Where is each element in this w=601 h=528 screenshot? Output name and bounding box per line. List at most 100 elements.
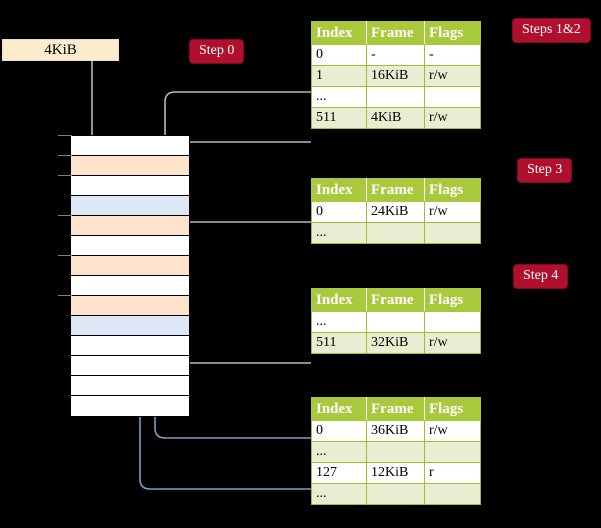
cell-flags: [424, 311, 481, 333]
source-frame-label: 4KiB: [44, 41, 77, 58]
column-header-flags: Flags: [424, 288, 481, 312]
step-badge-step3: Step 3: [518, 159, 572, 182]
cell-flags: r/w: [424, 420, 481, 442]
cell-index: 127: [311, 462, 367, 484]
cell-index: ...: [311, 222, 367, 244]
memory-tick-0: [58, 135, 72, 136]
step-badge-step3-label: Step 3: [527, 162, 563, 177]
memory-row-9[interactable]: [71, 316, 189, 336]
table-row[interactable]: 1 16KiB r/w: [311, 65, 481, 87]
column-header-index: Index: [311, 21, 367, 45]
physical-memory-column: [70, 135, 190, 417]
cell-flags: [424, 483, 481, 505]
table-row[interactable]: ...: [311, 86, 481, 108]
memory-tick-6: [58, 255, 72, 256]
cell-index: ...: [311, 311, 367, 333]
memory-tick-2: [58, 175, 72, 176]
memory-tick-8: [58, 295, 72, 296]
memory-tick-1: [58, 155, 72, 156]
step-badge-step0-label: Step 0: [199, 43, 235, 58]
cell-flags: r/w: [424, 107, 481, 129]
column-header-flags: Flags: [424, 21, 481, 45]
wire-level1-row0-to-memory: [177, 221, 311, 252]
cell-index: ...: [311, 483, 367, 505]
cell-flags: [424, 222, 481, 244]
page-table-level1[interactable]: Index Frame Flags 0 24KiB r/w ...: [311, 178, 481, 244]
table-row[interactable]: ...: [311, 483, 481, 505]
table-row[interactable]: 0 24KiB r/w: [311, 201, 481, 223]
cell-frame: [366, 86, 425, 108]
wire-level0-row511-to-memory: [177, 141, 311, 212]
cell-frame: 24KiB: [366, 201, 425, 223]
step-badge-steps12: Steps 1&2: [513, 19, 590, 42]
memory-row-12[interactable]: [71, 376, 189, 396]
memory-row-7[interactable]: [71, 276, 189, 296]
cell-flags: r/w: [424, 65, 481, 87]
cell-frame: [366, 311, 425, 333]
step-badge-step0: Step 0: [190, 40, 244, 63]
cell-flags: [424, 441, 481, 463]
memory-row-6[interactable]: [71, 256, 189, 276]
step-badge-step4: Step 4: [514, 265, 568, 288]
cell-frame: [366, 441, 425, 463]
page-table-level3[interactable]: Index Frame Flags 0 36KiB r/w ... 127 12…: [311, 397, 481, 505]
cell-index: 0: [311, 201, 367, 223]
memory-row-0[interactable]: [71, 136, 189, 156]
memory-row-2[interactable]: [71, 176, 189, 196]
table-row[interactable]: 127 12KiB r: [311, 462, 481, 484]
column-header-flags: Flags: [424, 397, 481, 421]
memory-row-1[interactable]: [71, 156, 189, 176]
cell-index: 511: [311, 107, 367, 129]
cell-frame: 4KiB: [366, 107, 425, 129]
memory-row-5[interactable]: [71, 236, 189, 256]
step-badge-steps12-label: Steps 1&2: [522, 22, 581, 37]
table-header-row: Index Frame Flags: [311, 21, 481, 45]
page-table-level0[interactable]: Index Frame Flags 0 - - 1 16KiB r/w ...: [311, 21, 481, 129]
table-row[interactable]: 0 - -: [311, 44, 481, 66]
step-badge-step4-label: Step 4: [523, 268, 559, 283]
cell-index: 0: [311, 44, 367, 66]
cell-index: ...: [311, 86, 367, 108]
column-header-frame: Frame: [366, 178, 425, 202]
memory-row-3[interactable]: [71, 196, 189, 216]
memory-row-10[interactable]: [71, 336, 189, 356]
table-row[interactable]: ...: [311, 222, 481, 244]
memory-row-4[interactable]: [71, 216, 189, 236]
cell-frame: [366, 483, 425, 505]
memory-tick-4: [58, 215, 72, 216]
cell-frame: -: [366, 44, 425, 66]
column-header-frame: Frame: [366, 21, 425, 45]
table-row-highlighted[interactable]: 511 4KiB r/w: [311, 107, 481, 129]
table-row[interactable]: ...: [311, 311, 481, 333]
memory-row-13[interactable]: [71, 396, 189, 416]
cell-index: 511: [311, 332, 367, 354]
page-table-level2[interactable]: Index Frame Flags ... 511 32KiB r/w: [311, 288, 481, 354]
cell-frame: 16KiB: [366, 65, 425, 87]
memory-row-8[interactable]: [71, 296, 189, 316]
cell-flags: -: [424, 44, 481, 66]
column-header-frame: Frame: [366, 288, 425, 312]
table-header-row: Index Frame Flags: [311, 397, 481, 421]
table-header-row: Index Frame Flags: [311, 178, 481, 202]
table-row[interactable]: 0 36KiB r/w: [311, 420, 481, 442]
cell-flags: [424, 86, 481, 108]
table-row[interactable]: 511 32KiB r/w: [311, 332, 481, 354]
table-header-row: Index Frame Flags: [311, 288, 481, 312]
cell-flags: r/w: [424, 332, 481, 354]
source-frame-box: 4KiB: [2, 39, 119, 61]
cell-frame: 32KiB: [366, 332, 425, 354]
cell-frame: 12KiB: [366, 462, 425, 484]
cell-frame: 36KiB: [366, 420, 425, 442]
column-header-flags: Flags: [424, 178, 481, 202]
cell-index: ...: [311, 441, 367, 463]
column-header-frame: Frame: [366, 397, 425, 421]
cell-index: 1: [311, 65, 367, 87]
memory-row-11[interactable]: [71, 356, 189, 376]
column-header-index: Index: [311, 288, 367, 312]
table-row[interactable]: ...: [311, 441, 481, 463]
column-header-index: Index: [311, 178, 367, 202]
wire-level2-row511-to-memory: [177, 310, 311, 364]
cell-flags: r: [424, 462, 481, 484]
column-header-index: Index: [311, 397, 367, 421]
